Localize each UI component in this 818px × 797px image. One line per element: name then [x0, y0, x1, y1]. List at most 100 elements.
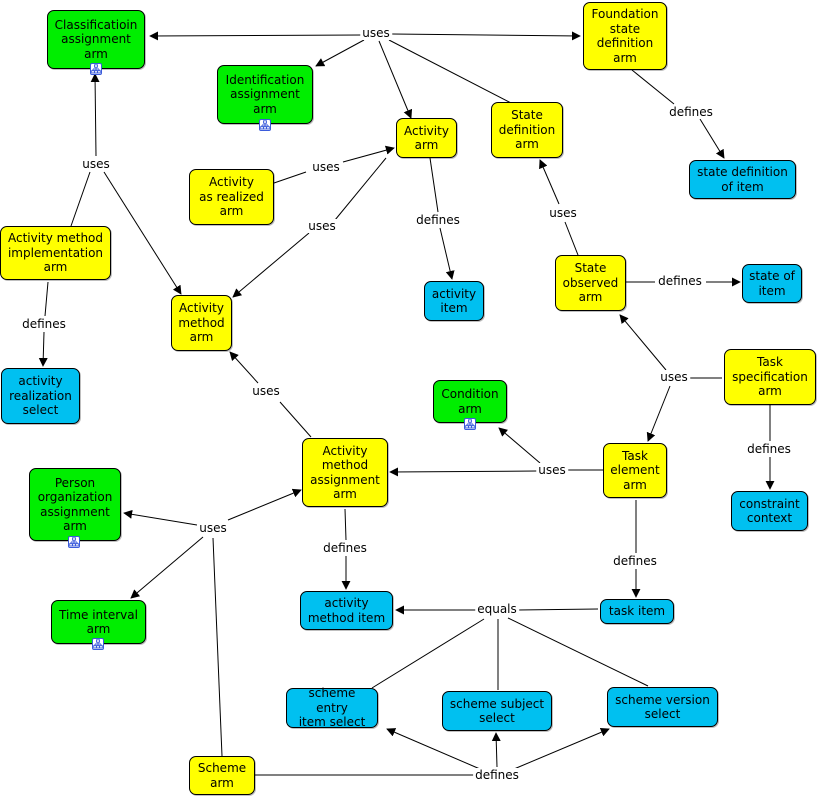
- activity-method-arm-label: Activity method arm: [178, 301, 225, 345]
- link-label-uses-task-spec: uses: [658, 370, 690, 384]
- task-element-arm-node[interactable]: Task element arm: [603, 443, 667, 498]
- activity-realization-select-node[interactable]: activity realization select: [1, 368, 80, 424]
- identification-arm-link-icon[interactable]: [259, 119, 271, 131]
- state-definition-arm-label: State definition arm: [498, 108, 556, 152]
- edge-defines-to-scheme-entry: [386, 728, 481, 770]
- activity-method-assignment-arm-node[interactable]: Activity method assignment arm: [302, 438, 388, 507]
- edge-equals-to-scheme-version: [507, 617, 649, 687]
- edge-uses-top-to-foundation: [391, 31, 581, 41]
- foundation-state-definition-arm-node[interactable]: Foundation state definition arm: [583, 2, 667, 70]
- classification-arm-node[interactable]: Classificatioin assignment arm: [47, 10, 145, 69]
- person-organization-assignment-arm-node[interactable]: Person organization assignment arm: [29, 468, 121, 541]
- activity-method-arm-node[interactable]: Activity method arm: [171, 295, 232, 351]
- scheme-version-select-node[interactable]: scheme version select: [607, 687, 718, 727]
- time-interval-arm-link-icon[interactable]: [92, 638, 104, 650]
- classification-arm-label: Classificatioin assignment arm: [54, 17, 138, 61]
- edge-uses-to-activity-method-2: [229, 351, 259, 384]
- activity-item-label: activity item: [431, 286, 477, 316]
- link-label-defines-foundation: defines: [667, 105, 715, 119]
- classification-arm-link-icon[interactable]: [90, 63, 102, 75]
- activity-realization-select-label: activity realization select: [9, 374, 72, 418]
- edge-defines-to-scheme-version: [513, 727, 610, 770]
- activity-method-item-node[interactable]: activity method item: [300, 591, 393, 630]
- condition-arm-link-icon[interactable]: [464, 418, 476, 430]
- scheme-arm-label: Scheme arm: [197, 761, 247, 790]
- task-element-arm-label: Task element arm: [610, 448, 660, 492]
- activity-item-node[interactable]: activity item: [424, 281, 484, 321]
- state-of-item-node[interactable]: state of item: [742, 264, 802, 303]
- activity-method-item-label: activity method item: [307, 596, 386, 625]
- link-label-uses-person: uses: [197, 521, 229, 535]
- link-label-uses-activity: uses: [306, 219, 338, 233]
- edge-equals-to-scheme-entry: [371, 618, 485, 689]
- condition-arm-node[interactable]: Condition arm: [433, 380, 507, 423]
- edge-activity-to-defines: [429, 157, 439, 213]
- activity-method-assignment-arm-label: Activity method assignment arm: [310, 443, 380, 502]
- state-observed-arm-label: State observed arm: [562, 261, 619, 305]
- edge-uses-top-to-state-definition: [388, 39, 514, 105]
- constraint-context-label: constraint context: [739, 496, 800, 526]
- scheme-arm-node[interactable]: Scheme arm: [189, 756, 255, 795]
- activity-arm-node[interactable]: Activity arm: [396, 118, 457, 158]
- edge-foundation-to-defines: [631, 69, 675, 105]
- edge-impl-to-uses-class: [70, 171, 91, 227]
- edge-uses-class-to-activity-method: [103, 171, 182, 295]
- task-item-label: task item: [608, 604, 666, 619]
- identification-arm-node[interactable]: Identification assignment arm: [217, 65, 313, 124]
- state-definition-of-item-node[interactable]: state definition of item: [689, 160, 796, 199]
- activity-method-implementation-arm-node[interactable]: Activity method implementation arm: [0, 226, 111, 280]
- state-definition-arm-node[interactable]: State definition arm: [491, 102, 563, 158]
- person-organization-arm-link-icon[interactable]: [68, 536, 80, 548]
- edge-activity-to-uses: [334, 157, 387, 221]
- constraint-context-node[interactable]: constraint context: [731, 491, 808, 531]
- link-label-defines-task-element: defines: [611, 554, 659, 568]
- edge-defines-to-state-definition-item: [699, 118, 725, 159]
- state-definition-of-item-label: state definition of item: [697, 165, 788, 194]
- link-label-equals: equals: [475, 602, 519, 616]
- edge-uses-to-state-observed: [619, 314, 667, 371]
- link-label-defines-scheme: defines: [473, 768, 521, 782]
- edge-assignment-to-defines: [344, 508, 347, 541]
- person-organization-assignment-arm-label: Person organization assignment arm: [37, 475, 113, 534]
- edge-defines-to-scheme-subject: [491, 732, 501, 768]
- edge-uses-top-to-identification: [315, 39, 365, 67]
- edge-uses-to-task-element: [646, 385, 671, 442]
- edge-uses-to-state-definition: [539, 159, 560, 205]
- link-label-uses-top: uses: [360, 26, 392, 40]
- edge-task-item-to-equals: [517, 608, 599, 611]
- link-label-defines-state-observed: defines: [656, 274, 704, 288]
- edge-uses-top-to-activity: [378, 40, 413, 119]
- edge-uses-to-activity: [342, 145, 395, 163]
- edge-uses-person-to-person-org: [123, 509, 198, 526]
- link-label-defines-assignment: defines: [321, 541, 369, 555]
- activity-as-realized-arm-label: Activity as realized arm: [199, 175, 264, 219]
- identification-arm-label: Identification assignment arm: [225, 72, 305, 116]
- link-label-defines-activity: defines: [414, 213, 462, 227]
- edge-uses-person-to-time-interval: [130, 536, 204, 599]
- task-specification-arm-node[interactable]: Task specification arm: [724, 349, 816, 405]
- link-label-defines-task-spec: defines: [745, 442, 793, 456]
- activity-as-realized-arm-node[interactable]: Activity as realized arm: [189, 169, 274, 225]
- scheme-subject-select-node[interactable]: scheme subject select: [442, 691, 552, 731]
- edge-uses-top-to-classification: [149, 31, 363, 41]
- edge-state-observed-to-uses: [564, 221, 579, 256]
- scheme-subject-select-label: scheme subject select: [449, 696, 545, 726]
- scheme-entry-item-select-label: scheme entry item select: [298, 686, 366, 730]
- edge-realized-to-uses: [273, 171, 307, 184]
- condition-arm-label: Condition arm: [441, 387, 499, 416]
- link-label-uses-task-element: uses: [536, 463, 568, 477]
- state-observed-arm-node[interactable]: State observed arm: [555, 255, 626, 311]
- foundation-state-definition-arm-label: Foundation state definition arm: [591, 7, 659, 65]
- link-label-defines-implementation: defines: [20, 317, 68, 331]
- edge-scheme-to-uses-person: [212, 537, 223, 757]
- edge-defines-to-activity-item: [439, 227, 455, 280]
- edge-uses-person-to-assignment: [227, 488, 302, 521]
- task-item-node[interactable]: task item: [600, 599, 674, 624]
- scheme-entry-item-select-node[interactable]: scheme entry item select: [286, 686, 378, 730]
- state-of-item-label: state of item: [749, 269, 795, 298]
- task-specification-arm-label: Task specification arm: [732, 355, 808, 399]
- activity-arm-label: Activity arm: [404, 123, 449, 153]
- time-interval-arm-node[interactable]: Time interval arm: [51, 600, 146, 644]
